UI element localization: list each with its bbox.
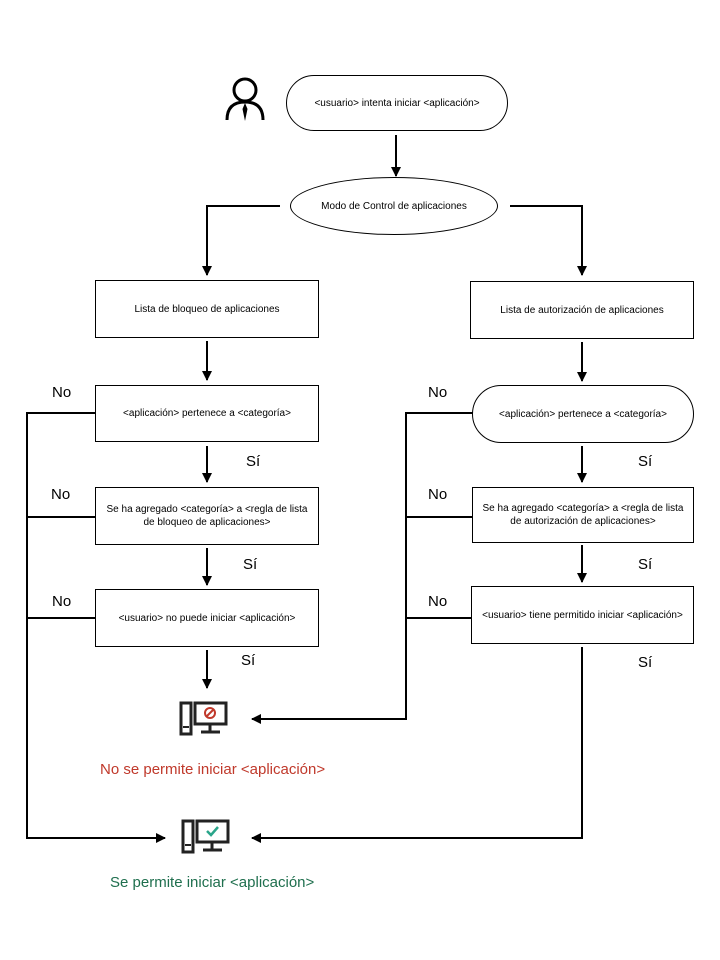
line-right-no-trunk	[251, 412, 473, 724]
allowlist-node: Lista de autorización de aplicaciones	[470, 281, 694, 339]
arrow-mode-blocklist	[202, 205, 280, 276]
blocklist-node: Lista de bloqueo de aplicaciones	[95, 280, 319, 338]
label-no-right-1: No	[428, 384, 448, 401]
line-left-no-trunk	[26, 412, 166, 843]
label-yes-right-3: Sí	[638, 654, 653, 671]
arrow-mode-allowlist	[510, 205, 587, 276]
label-no-left-1: No	[52, 384, 72, 401]
label-yes-right-2: Sí	[638, 556, 653, 573]
label-no-right-3: No	[428, 593, 448, 610]
block-category-node: <aplicación> pertenece a <categoría>	[95, 385, 319, 442]
label-yes-left-1: Sí	[246, 453, 261, 470]
mode-node: Modo de Control de aplicaciones	[290, 177, 498, 235]
block-rule-node: Se ha agregado <categoría> a <regla de l…	[95, 487, 319, 545]
user-icon	[225, 77, 265, 121]
label-no-left-2: No	[51, 486, 71, 503]
result-denied: No se permite iniciar <aplicación>	[100, 761, 326, 778]
label-yes-left-2: Sí	[243, 556, 258, 573]
result-allowed: Se permite iniciar <aplicación>	[110, 874, 315, 891]
label-no-left-3: No	[52, 593, 72, 610]
label-yes-right-1: Sí	[638, 453, 653, 470]
label-no-right-2: No	[428, 486, 448, 503]
label-yes-left-3: Sí	[241, 652, 256, 669]
line-right-yes-allowed	[251, 647, 583, 843]
allow-user-node: <usuario> tiene permitido iniciar <aplic…	[471, 586, 694, 644]
computer-blocked-icon	[179, 701, 228, 736]
allow-category-node: <aplicación> pertenece a <categoría>	[472, 385, 694, 443]
block-user-node: <usuario> no puede iniciar <aplicación>	[95, 589, 319, 647]
allow-rule-node: Se ha agregado <categoría> a <regla de l…	[472, 487, 694, 543]
computer-allowed-icon	[181, 819, 230, 854]
start-node: <usuario> intenta iniciar <aplicación>	[286, 75, 508, 131]
